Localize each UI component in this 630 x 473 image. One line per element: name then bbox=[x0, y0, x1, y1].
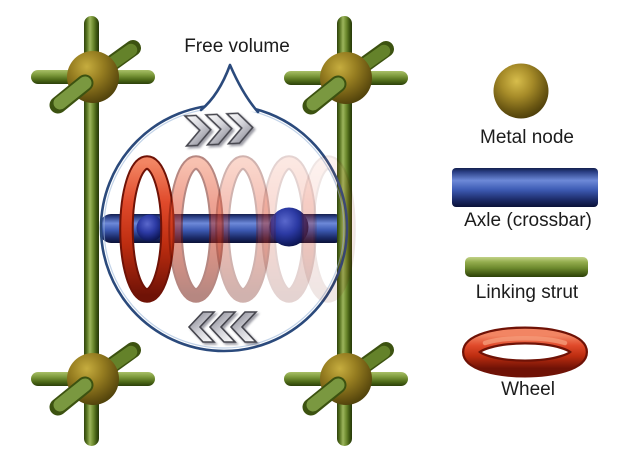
metal-node-bottom-left bbox=[31, 350, 155, 407]
axle-stopper-right bbox=[269, 207, 309, 247]
legend-wheel-icon bbox=[462, 326, 588, 378]
axle-stopper-left bbox=[136, 214, 164, 242]
legend-label-linking-strut: Linking strut bbox=[475, 282, 579, 303]
metal-node-bottom-right bbox=[284, 350, 408, 407]
metal-node-top-left bbox=[31, 48, 155, 105]
linking-strut-left bbox=[84, 16, 99, 446]
legend-label-wheel: Wheel bbox=[501, 379, 555, 400]
chevrons-right-icon bbox=[184, 111, 255, 147]
legend-label-metal-node: Metal node bbox=[479, 127, 575, 148]
chevrons-left-icon bbox=[188, 311, 257, 343]
legend-strut-icon bbox=[465, 257, 588, 277]
metal-node-top-right bbox=[284, 49, 408, 106]
bubble-pointer bbox=[199, 63, 260, 114]
legend-axle-icon bbox=[452, 168, 598, 207]
free-volume-label: Free volume bbox=[184, 36, 290, 57]
legend-metal-node-icon bbox=[493, 63, 549, 119]
legend-label-axle: Axle (crossbar) bbox=[464, 210, 592, 231]
